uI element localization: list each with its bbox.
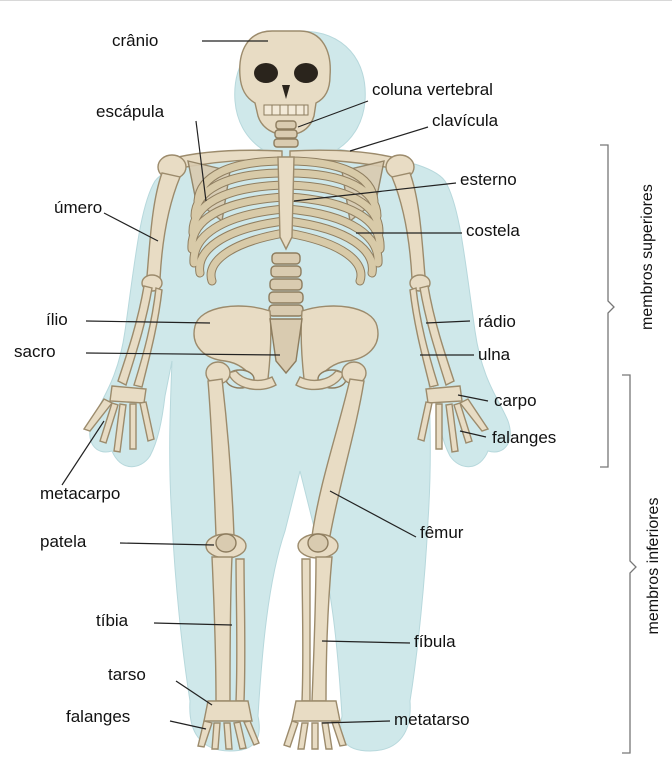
- lumbar-spine: [269, 253, 303, 316]
- label-ulna: ulna: [478, 346, 510, 363]
- label-falanges-pe: falanges: [66, 708, 130, 725]
- label-cranio: crânio: [112, 32, 158, 49]
- label-umero: úmero: [54, 199, 102, 216]
- label-metatarso: metatarso: [394, 711, 470, 728]
- label-ilio: ílio: [46, 311, 68, 328]
- group-membros-superiores: membros superiores: [639, 190, 657, 330]
- label-costela: costela: [466, 222, 520, 239]
- group-membros-inferiores: membros inferiores: [645, 496, 663, 636]
- label-patela: patela: [40, 533, 86, 550]
- label-sacro: sacro: [14, 343, 56, 360]
- leader-metacarpo: [62, 421, 104, 485]
- label-coluna-vertebral: coluna vertebral: [372, 81, 493, 98]
- bracket-superiores: [600, 145, 614, 467]
- label-fibula: fíbula: [414, 633, 456, 650]
- label-falanges-mao: falanges: [492, 429, 556, 446]
- bracket-inferiores: [622, 375, 636, 753]
- leader-clavicula: [350, 127, 428, 151]
- label-femur: fêmur: [420, 524, 463, 541]
- label-escapula: escápula: [96, 103, 164, 120]
- label-carpo: carpo: [494, 392, 537, 409]
- label-clavicula: clavícula: [432, 112, 498, 129]
- cervical-spine: [274, 121, 298, 147]
- label-esterno: esterno: [460, 171, 517, 188]
- label-tarso: tarso: [108, 666, 146, 683]
- label-tibia: tíbia: [96, 612, 128, 629]
- label-radio: rádio: [478, 313, 516, 330]
- label-metacarpo: metacarpo: [40, 485, 120, 502]
